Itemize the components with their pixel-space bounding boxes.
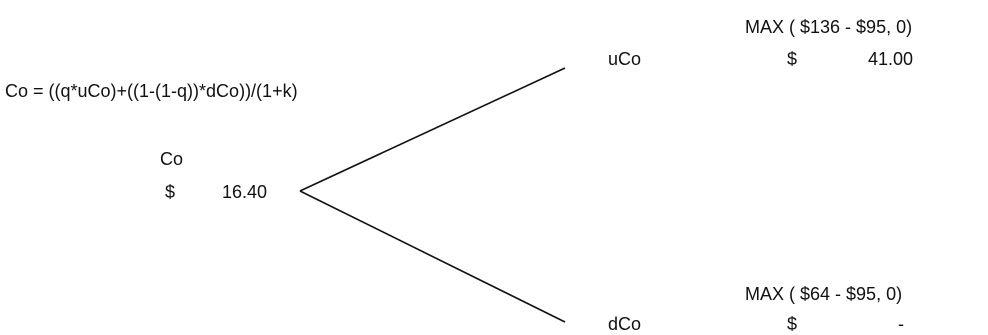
down-branch-line	[299, 190, 566, 323]
down-node-label: dCo	[608, 314, 642, 334]
down-node-max-expression: MAX ( $64 - $95, 0)	[745, 284, 903, 304]
up-node-max-expression: MAX ( $136 - $95, 0)	[745, 17, 913, 37]
down-node-value: -	[898, 314, 904, 334]
up-node-currency: $	[787, 49, 798, 69]
root-node-label: Co	[160, 149, 184, 169]
root-node-currency: $	[165, 182, 176, 202]
down-node-currency: $	[787, 314, 798, 334]
root-node-value: 16.40	[222, 182, 268, 202]
up-node-label: uCo	[608, 49, 642, 69]
valuation-formula: Co = ((q*uCo)+((1-(1-q))*dCo))/(1+k)	[5, 81, 298, 101]
up-node-value: 41.00	[868, 49, 914, 69]
up-branch-line	[299, 67, 566, 192]
